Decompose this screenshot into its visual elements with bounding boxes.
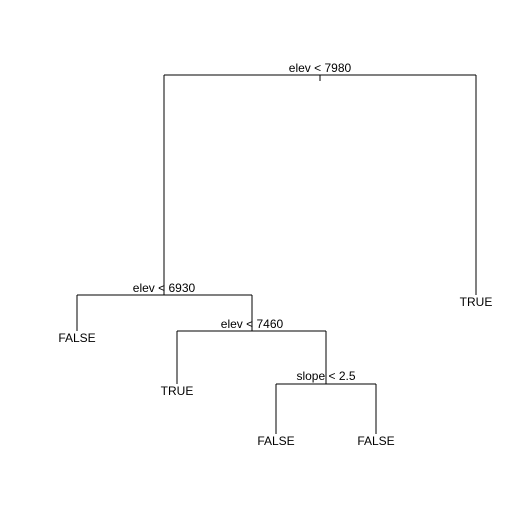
leaf-slope-right: FALSE [357, 434, 394, 448]
root-split-label: elev < 7980 [289, 61, 352, 75]
split-node-left: elev < 6930 [76, 281, 253, 331]
split-node-left-right: elev < 7460 [176, 317, 327, 384]
leaf-left-right-left: TRUE [161, 384, 194, 398]
left-right-split-label: elev < 7460 [221, 317, 284, 331]
leaf-slope-left: FALSE [257, 434, 294, 448]
left-split-label: elev < 6930 [133, 281, 196, 295]
split-node-slope: slope < 2.5 [275, 369, 377, 434]
leaf-left-left: FALSE [58, 331, 95, 345]
slope-split-label: slope < 2.5 [296, 369, 355, 383]
split-node-root: elev < 7980 [163, 61, 477, 295]
leaf-root-right: TRUE [460, 295, 493, 309]
